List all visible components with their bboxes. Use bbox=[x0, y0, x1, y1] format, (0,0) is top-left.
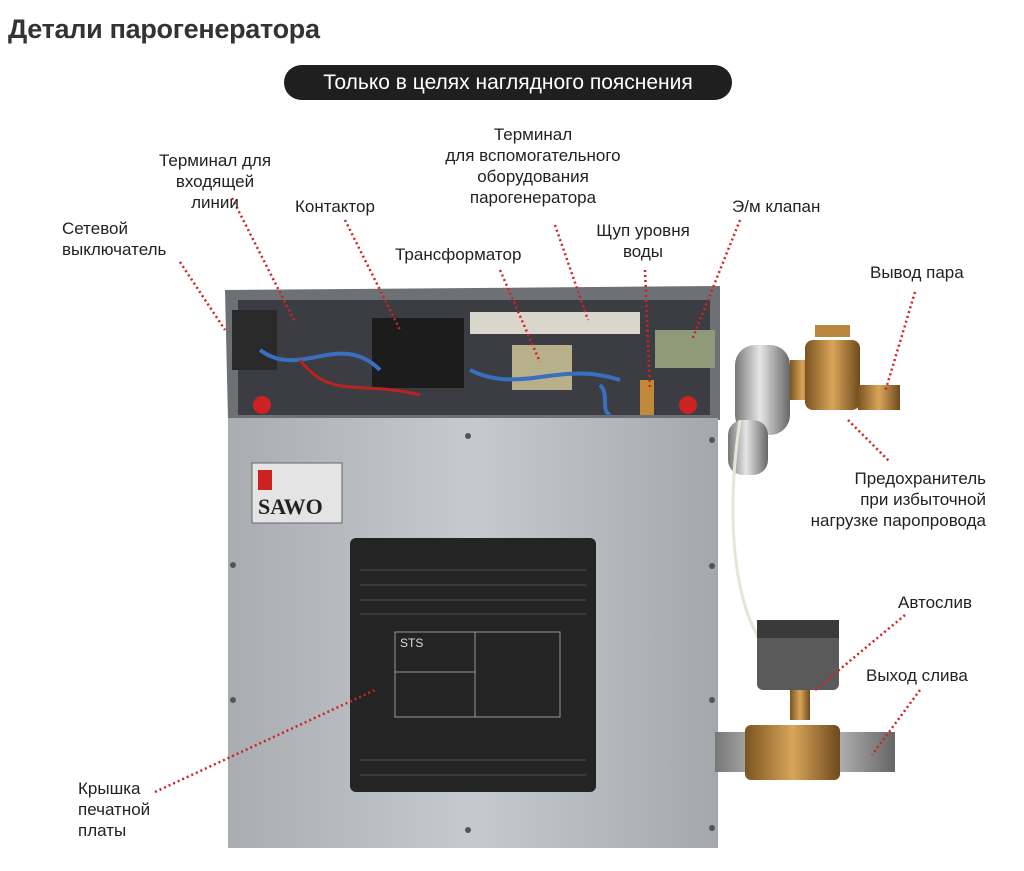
label-aux-terminal: Терминал для вспомогательного оборудован… bbox=[445, 125, 621, 207]
water-probe-part bbox=[640, 380, 654, 415]
steam-pipe bbox=[728, 325, 900, 641]
label-contactor: Контактор bbox=[295, 197, 375, 216]
label-auto-drain: Автослив bbox=[898, 593, 972, 612]
open-compartment bbox=[225, 286, 720, 420]
label-drain-outlet: Выход слива bbox=[866, 666, 968, 685]
label-pcb-cover: Крышка печатной платы bbox=[78, 779, 151, 840]
drain-assembly bbox=[715, 620, 895, 780]
label-transformer: Трансформатор bbox=[395, 245, 522, 264]
label-power-switch: Сетевой выключатель bbox=[62, 219, 167, 259]
terminal-block-part bbox=[470, 312, 640, 334]
model-label: STS bbox=[400, 636, 423, 650]
disclaimer-badge: Только в целях наглядного пояснения bbox=[284, 65, 732, 100]
leader-lines bbox=[154, 197, 922, 794]
label-water-probe: Щуп уровня воды bbox=[596, 221, 690, 261]
label-solenoid-valve: Э/м клапан bbox=[732, 197, 821, 216]
svg-text:SAWO: SAWO bbox=[258, 494, 323, 519]
solenoid-valve-part bbox=[655, 330, 715, 368]
label-input-terminal: Терминал для входящей линии bbox=[158, 151, 272, 212]
power-switch-part bbox=[232, 310, 277, 370]
pcb-cover: STS bbox=[350, 538, 596, 792]
label-steam-outlet: Вывод пара bbox=[870, 263, 964, 282]
contactor-part bbox=[372, 318, 464, 388]
sawo-logo: SAWO bbox=[251, 462, 343, 524]
transformer-part bbox=[512, 345, 572, 390]
label-safety-valve: Предохранитель при избыточной нагрузке п… bbox=[810, 469, 986, 530]
page-title: Детали парогенератора bbox=[8, 14, 320, 44]
